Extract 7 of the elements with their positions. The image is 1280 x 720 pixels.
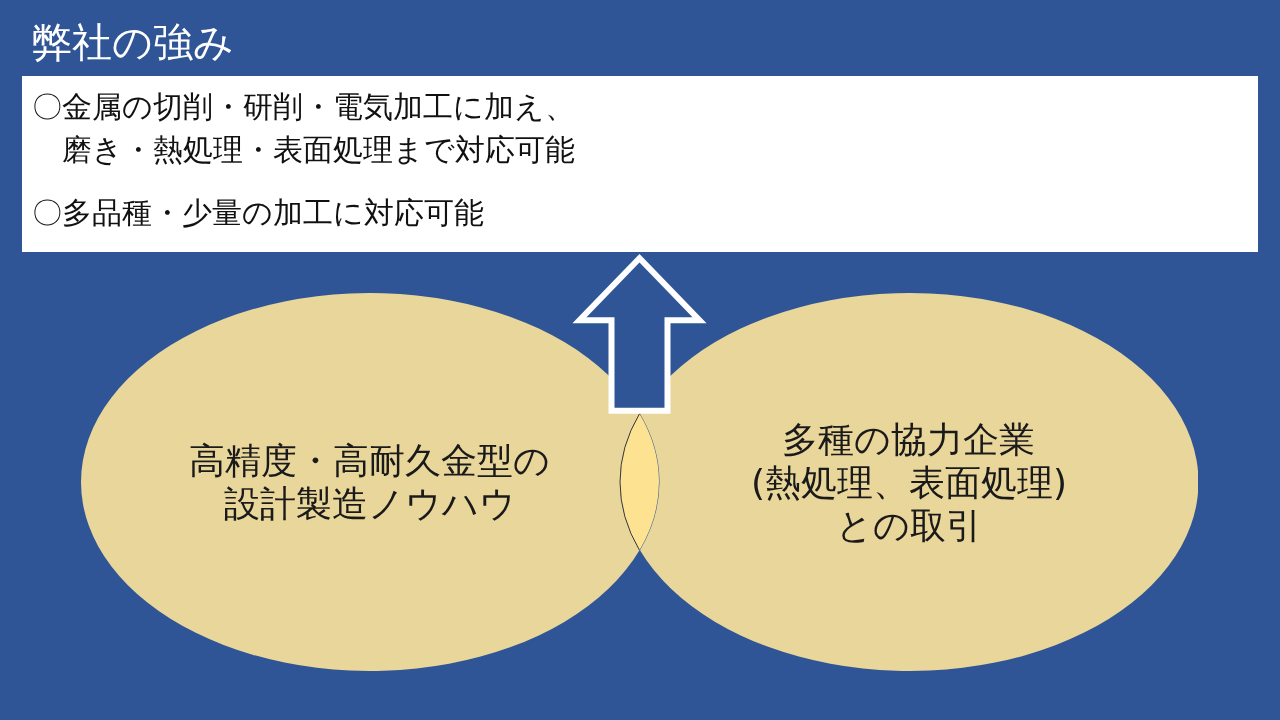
node-text: 高精度・高耐久金型の設計製造ノウハウ xyxy=(188,439,552,525)
node-text: 多種の協力企業(熱処理、表面処理)との取引 xyxy=(749,417,1069,547)
text-panel xyxy=(22,76,1258,252)
panel-text: 〇多品種・少量の加工に対応可能 xyxy=(32,194,485,232)
panel-text: 〇金属の切削・研削・電気加工に加え、磨き・熱処理・表面処理まで対応可能 xyxy=(32,88,576,169)
slide-title: 弊社の強み xyxy=(32,19,234,65)
block-arrow xyxy=(572,253,707,414)
